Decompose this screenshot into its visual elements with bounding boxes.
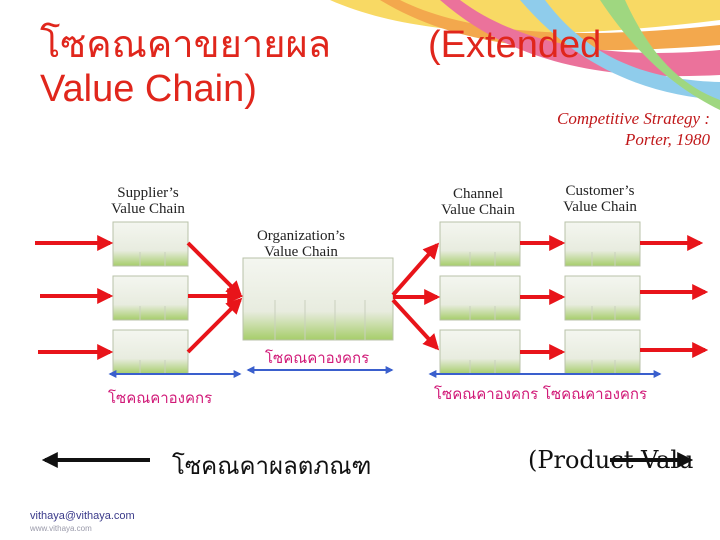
label-customer: Customer’s Value Chain (563, 183, 637, 215)
organization-box (242, 257, 394, 341)
flow-arrows (35, 235, 709, 360)
supplier-box-1 (112, 221, 189, 267)
arrow-org-ch3 (391, 298, 440, 351)
customer-box-3 (564, 329, 641, 375)
label-organization: Organization’s Value Chain (256, 228, 346, 260)
title-line2: Value Chain) (40, 68, 257, 110)
label-supplier: Supplier’s Value Chain (111, 185, 185, 217)
channel-box-2 (439, 275, 521, 321)
footer-site: www.vithaya.com (30, 524, 92, 533)
customer-box-1 (564, 221, 641, 267)
scope-brackets (108, 366, 662, 378)
title-extended: (Extended (428, 24, 602, 66)
value-chain-boxes (112, 221, 641, 375)
footer-email: vithaya@vithaya.com (30, 510, 135, 522)
channel-box-3 (439, 329, 521, 375)
customer-box-2 (564, 275, 641, 321)
arrow-sup1-org (186, 241, 243, 298)
arrow-sup3-org (186, 297, 243, 354)
channel-box-1 (439, 221, 521, 267)
subtitle-line2: Porter, 1980 (625, 130, 710, 149)
thai-label-left: โซคณคาองคกร (108, 389, 213, 407)
product-thai-label: โซคณคาผลตภณฑ (172, 452, 372, 480)
decorative-ribbon (330, 0, 720, 110)
subtitle: Competitive Strategy : Porter, 1980 (490, 108, 710, 150)
supplier-box-3 (112, 329, 189, 375)
supplier-box-2 (112, 275, 189, 321)
thai-label-center: โซคณคาองคกร (265, 349, 370, 367)
product-en-label: (Product Valu (528, 446, 694, 474)
arrow-org-ch1 (391, 242, 440, 297)
title-line1: โซคณคาขยายผล (40, 24, 332, 66)
subtitle-line1: Competitive Strategy : (557, 109, 710, 128)
label-channel: Channel Value Chain (441, 186, 515, 218)
thai-label-right: โซคณคาองคกร โซคณคาองคกร (434, 385, 648, 403)
